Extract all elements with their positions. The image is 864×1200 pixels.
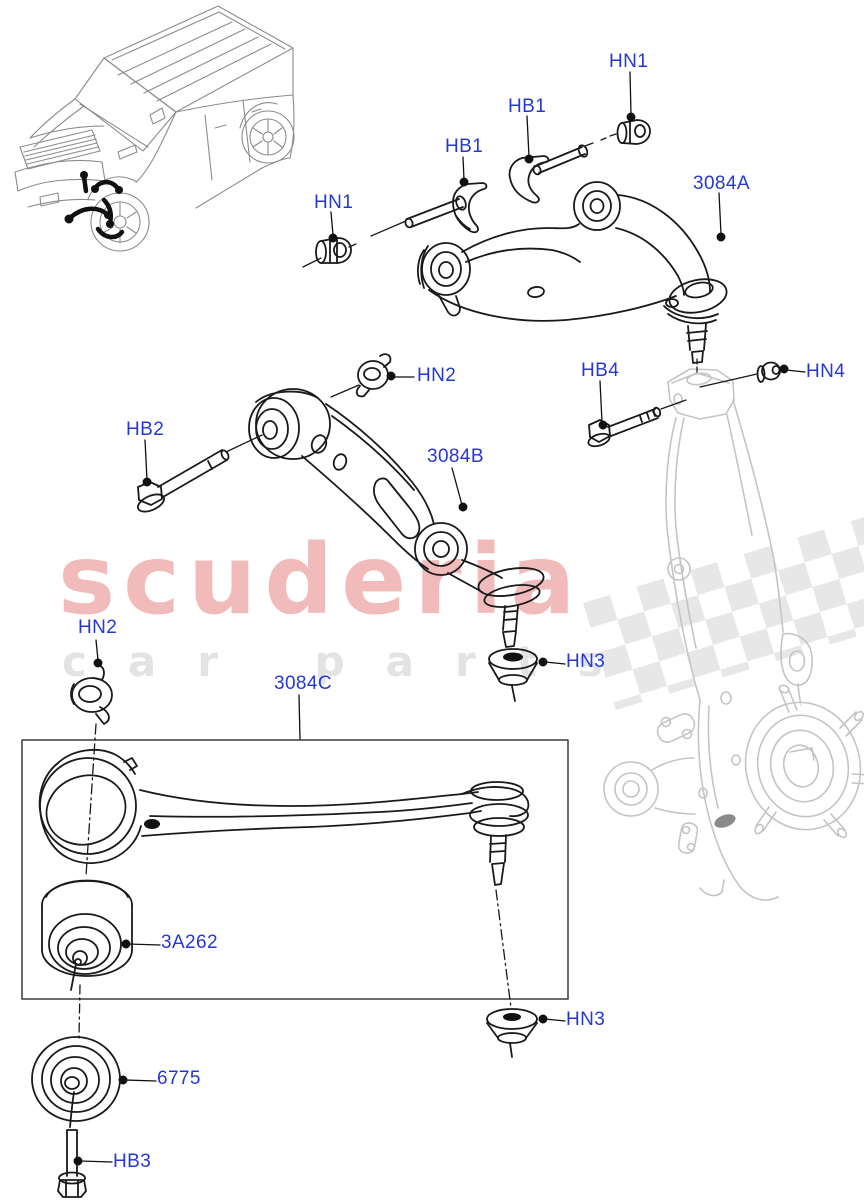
- front-lower-control-arm-3084B: [248, 388, 545, 648]
- callout-hn2-lower: HN2: [78, 617, 118, 638]
- callout-hn3-upper: HN3: [566, 651, 606, 672]
- washer-hn3-lower: [486, 1008, 538, 1058]
- rear-lower-control-arm-3084C: [38, 749, 530, 886]
- steering-knuckle-ghost: [603, 368, 864, 901]
- parts-linework: [21, 119, 781, 1198]
- part-box-3084C: [21, 739, 569, 1000]
- callout-leaders: [73, 71, 806, 1166]
- bolt-hb4: [587, 406, 662, 448]
- nut-hn2-upper: [355, 353, 392, 398]
- callout-hn1-top: HN1: [609, 51, 649, 72]
- callout-hb1-upper: HB1: [508, 96, 547, 117]
- vehicle-illustration: [14, 5, 295, 252]
- nut-hn1-right: [616, 119, 651, 145]
- bolt-hb3: [57, 1129, 87, 1198]
- cap-6775: [31, 1036, 121, 1128]
- callout-hn2-upper: HN2: [417, 365, 457, 386]
- callout-hb3: HB3: [113, 1151, 152, 1172]
- washer-hn3-upper: [488, 648, 538, 702]
- callout-hb2: HB2: [126, 419, 165, 440]
- callout-hn1-left: HN1: [314, 192, 354, 213]
- nut-hn2-lower: [70, 663, 113, 725]
- callout-hn4: HN4: [806, 361, 846, 382]
- bolt-hb1-right: [508, 144, 589, 204]
- wheel-studs: [754, 684, 864, 839]
- assembly-axis-lines: [78, 133, 758, 1039]
- brand-watermark: scuderia: [58, 524, 584, 636]
- bolt-hb1-left: [404, 182, 488, 234]
- checkered-flag-watermark: [583, 513, 864, 711]
- callout-hb4: HB4: [581, 360, 620, 381]
- callout-3084c: 3084C: [274, 673, 332, 694]
- callout-3a262: 3A262: [161, 932, 218, 953]
- callout-6775: 6775: [157, 1068, 201, 1089]
- callout-hn3-lower: HN3: [566, 1009, 606, 1030]
- callout-3084b: 3084B: [427, 446, 484, 467]
- callout-3084a: 3084A: [693, 173, 750, 194]
- nut-hn4: [756, 361, 781, 383]
- callout-hb1-lower: HB1: [445, 136, 484, 157]
- nut-hn1-left: [315, 237, 352, 264]
- bushing-3A262: [41, 879, 133, 991]
- bolt-hb2: [136, 449, 230, 513]
- upper-control-arm-3084A: [417, 181, 728, 364]
